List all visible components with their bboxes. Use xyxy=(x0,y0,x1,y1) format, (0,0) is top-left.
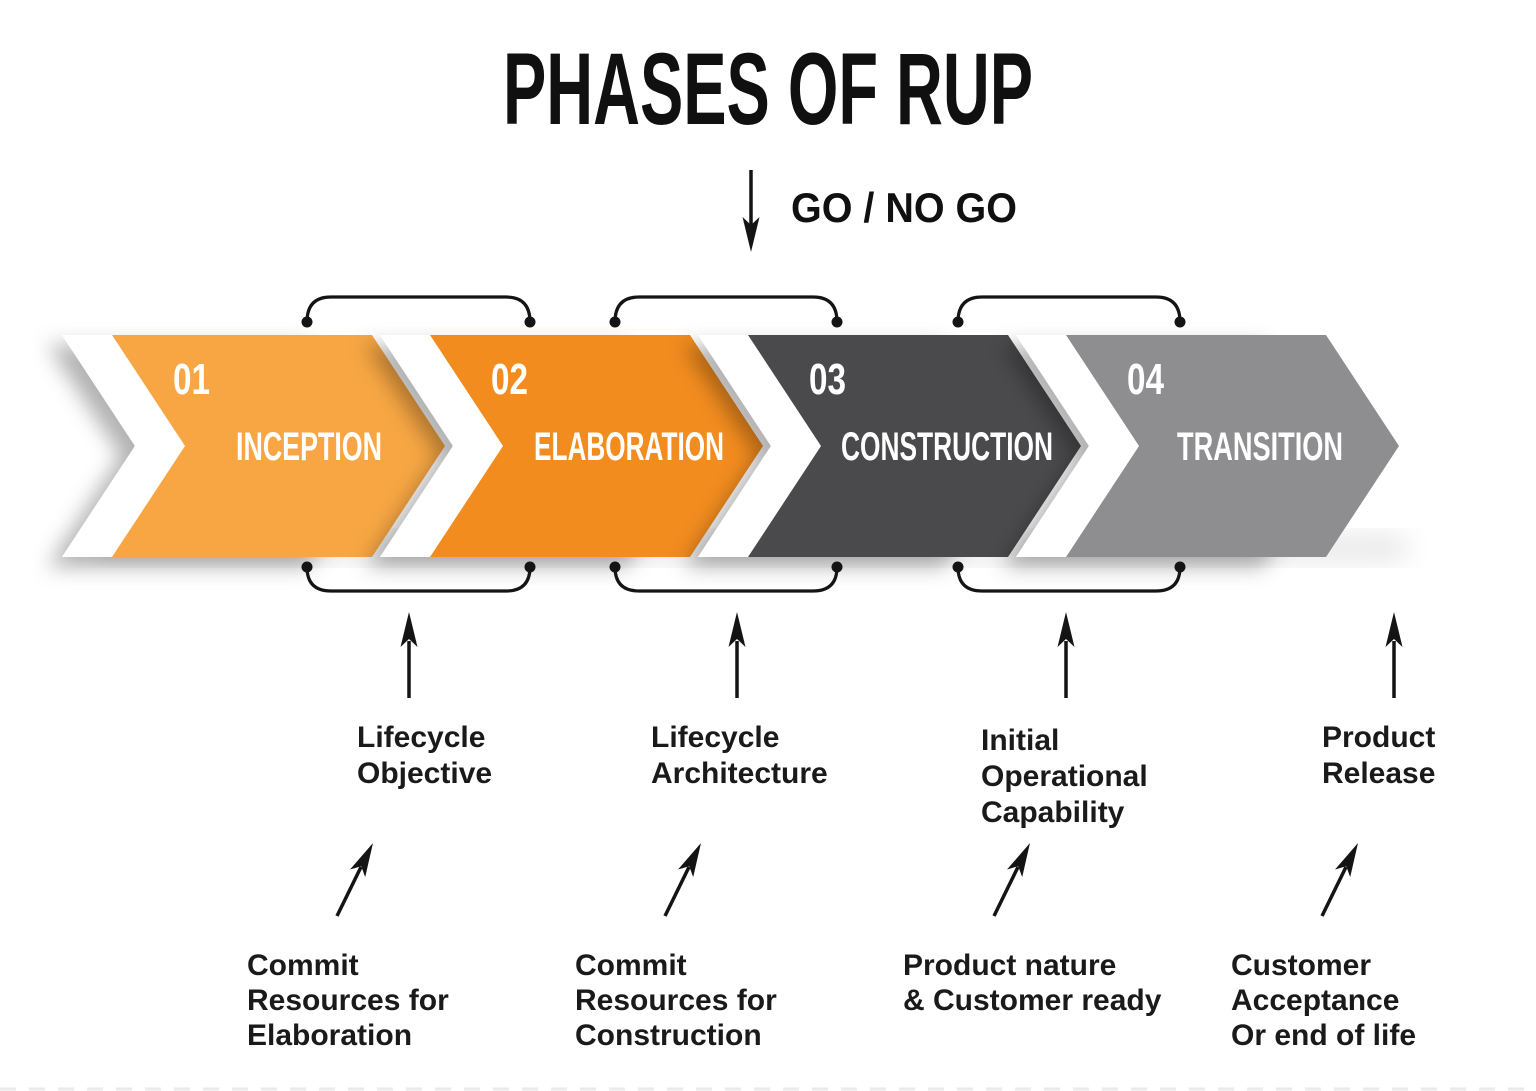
milestone-labels: Lifecycle Objective Lifecycle Architectu… xyxy=(357,721,1435,829)
up-arrowhead-icon xyxy=(1057,612,1075,647)
commitment-4-line-2: Acceptance xyxy=(1231,984,1399,1017)
commitment-arrow-3 xyxy=(992,843,1030,917)
commitment-arrow-4 xyxy=(1320,843,1358,917)
commitment-1-line-2: Resources for xyxy=(247,984,449,1017)
phase-4-name: TRANSITION xyxy=(1177,425,1343,469)
commitment-3-line-2: & Customer ready xyxy=(903,984,1162,1017)
top-bracket-2 xyxy=(613,295,839,323)
phase-1-chevron xyxy=(112,335,445,557)
milestone-4-line-2: Release xyxy=(1322,757,1435,790)
phase-1-name: INCEPTION xyxy=(236,425,382,469)
milestone-arrow-1 xyxy=(400,612,418,698)
commitment-1-line-3: Elaboration xyxy=(247,1019,412,1052)
diagonal-arrowhead-icon xyxy=(1007,843,1030,878)
go-no-go-group: GO / NO GO xyxy=(742,170,1017,252)
bottom-bracket-3 xyxy=(956,566,1182,593)
milestone-label-2: Lifecycle Architecture xyxy=(651,721,828,790)
commitment-2-line-3: Construction xyxy=(575,1019,762,1052)
milestone-label-1: Lifecycle Objective xyxy=(357,721,492,790)
bottom-brackets xyxy=(305,566,1182,593)
milestone-arrows xyxy=(400,612,1403,698)
commitment-label-4: Customer Acceptance Or end of life xyxy=(1231,949,1416,1052)
top-bracket-3 xyxy=(956,295,1182,323)
milestone-arrow-3 xyxy=(1057,612,1075,698)
commitment-arrow-1 xyxy=(335,843,373,917)
diagonal-arrowhead-icon xyxy=(1335,843,1358,878)
phase-4-chevron xyxy=(1066,335,1399,557)
milestone-2-line-1: Lifecycle xyxy=(651,721,779,754)
go-no-go-label: GO / NO GO xyxy=(791,184,1017,231)
page-title: PHASES OF RUP xyxy=(503,32,1033,146)
phase-3-name: CONSTRUCTION xyxy=(841,425,1053,469)
commitment-arrow-2 xyxy=(663,843,701,917)
diagonal-arrowhead-icon xyxy=(678,843,701,878)
bottom-bracket-1 xyxy=(305,566,532,593)
up-arrowhead-icon xyxy=(728,612,746,647)
milestone-3-line-2: Operational xyxy=(981,760,1148,793)
milestone-3-line-1: Initial xyxy=(981,724,1059,757)
commitment-1-line-1: Commit xyxy=(247,949,359,982)
milestone-2-line-2: Architecture xyxy=(651,757,828,790)
milestone-3-line-3: Capability xyxy=(981,796,1125,829)
phase-2-chevron xyxy=(430,335,763,557)
phase-labels: 01 02 03 04 INCEPTION ELABORATION CONSTR… xyxy=(173,355,1343,469)
milestone-arrow-2 xyxy=(728,612,746,698)
milestone-arrow-4 xyxy=(1385,612,1403,698)
bottom-bracket-dots xyxy=(301,561,1186,573)
milestone-1-line-1: Lifecycle xyxy=(357,721,485,754)
milestone-label-3: Initial Operational Capability xyxy=(981,724,1148,829)
commitment-2-line-1: Commit xyxy=(575,949,687,982)
diagonal-arrowhead-icon xyxy=(350,843,373,878)
commitment-3-line-1: Product nature xyxy=(903,949,1116,982)
top-bracket-1 xyxy=(305,295,532,323)
phase-arrow-row xyxy=(62,335,1399,557)
phase-1-number: 01 xyxy=(173,355,210,404)
commitment-labels: Commit Resources for Elaboration Commit … xyxy=(247,949,1416,1052)
phase-4-number: 04 xyxy=(1127,355,1164,404)
commitment-label-3: Product nature & Customer ready xyxy=(903,949,1162,1017)
commitment-4-line-1: Customer xyxy=(1231,949,1371,982)
go-no-go-arrowhead-icon xyxy=(742,217,760,252)
top-brackets xyxy=(305,295,1182,323)
phase-2-number: 02 xyxy=(491,355,528,404)
commitment-arrows xyxy=(335,843,1358,917)
phase-2-name: ELABORATION xyxy=(534,425,724,469)
milestone-label-4: Product Release xyxy=(1322,721,1435,790)
commitment-label-1: Commit Resources for Elaboration xyxy=(247,949,449,1052)
phase-3-chevron xyxy=(748,335,1081,557)
milestone-4-line-1: Product xyxy=(1322,721,1435,754)
milestone-1-line-2: Objective xyxy=(357,757,492,790)
commitment-2-line-2: Resources for xyxy=(575,984,777,1017)
commitment-4-line-3: Or end of life xyxy=(1231,1019,1416,1052)
up-arrowhead-icon xyxy=(400,612,418,647)
bottom-bracket-2 xyxy=(613,566,839,593)
top-bracket-dots xyxy=(301,316,1186,328)
phase-3-number: 03 xyxy=(809,355,846,404)
up-arrowhead-icon xyxy=(1385,612,1403,647)
commitment-label-2: Commit Resources for Construction xyxy=(575,949,777,1052)
